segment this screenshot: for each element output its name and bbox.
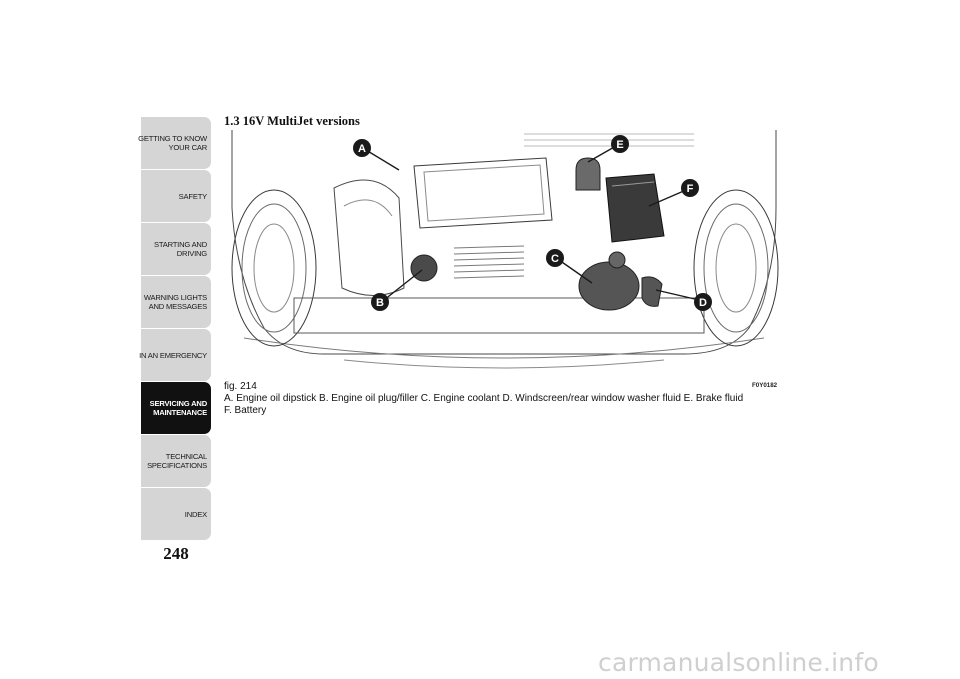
- tab-label: SAFETY: [178, 191, 208, 201]
- tab-technical-specifications[interactable]: TECHNICAL SPECIFICATIONS: [141, 435, 211, 487]
- callout-e: E: [611, 135, 629, 153]
- tab-in-an-emergency[interactable]: IN AN EMERGENCY: [139, 329, 211, 381]
- svg-text:C: C: [551, 253, 559, 265]
- tab-label: INDEX: [184, 509, 207, 519]
- tab-starting-and-driving[interactable]: STARTING AND DRIVING: [141, 223, 211, 275]
- caption-line: A. Engine oil dipstick B. Engine oil plu…: [224, 393, 744, 404]
- tab-label: MAINTENANCE: [153, 408, 207, 417]
- watermark: carmanualsonline.info: [598, 648, 879, 677]
- svg-text:B: B: [376, 297, 384, 309]
- callout-d: D: [694, 293, 712, 311]
- svg-text:D: D: [699, 297, 707, 309]
- page-number: 248: [163, 544, 189, 563]
- tab-servicing-and-maintenance[interactable]: SERVICING AND MAINTENANCE: [141, 382, 211, 434]
- tab-label: DRIVING: [176, 249, 207, 258]
- tab-index[interactable]: INDEX: [141, 488, 211, 540]
- tab-getting-to-know-your-car[interactable]: GETTING TO KNOW YOUR CAR: [138, 117, 211, 169]
- tab-safety[interactable]: SAFETY: [141, 170, 211, 222]
- tab-label: SPECIFICATIONS: [147, 461, 207, 470]
- tab-label: AND MESSAGES: [148, 302, 208, 311]
- callout-c: C: [546, 249, 564, 267]
- callout-f: F: [681, 179, 699, 197]
- tab-warning-lights-and-messages[interactable]: WARNING LIGHTS AND MESSAGES: [141, 276, 211, 328]
- engine-bay-figure: A B C D E F: [231, 130, 779, 369]
- tab-label: GETTING TO KNOW: [138, 134, 207, 143]
- figure-caption: A. Engine oil dipstick B. Engine oil plu…: [224, 393, 772, 417]
- tab-label: STARTING AND: [153, 240, 207, 249]
- figure-code: F0Y0182: [752, 382, 778, 389]
- svg-text:A: A: [358, 143, 366, 155]
- tab-label: YOUR CAR: [168, 143, 208, 152]
- caption-line: F. Battery: [224, 405, 267, 416]
- svg-text:F: F: [687, 183, 694, 195]
- callout-b: B: [371, 293, 389, 311]
- tab-label: TECHNICAL: [165, 452, 207, 461]
- section-title: 1.3 16V MultiJet versions: [224, 114, 360, 128]
- tab-label: IN AN EMERGENCY: [139, 350, 207, 360]
- figure-label: fig. 214: [224, 381, 257, 392]
- tab-label: WARNING LIGHTS: [143, 293, 207, 302]
- callout-a: A: [353, 139, 371, 157]
- tab-label: SERVICING AND: [149, 399, 208, 408]
- svg-text:E: E: [616, 139, 623, 151]
